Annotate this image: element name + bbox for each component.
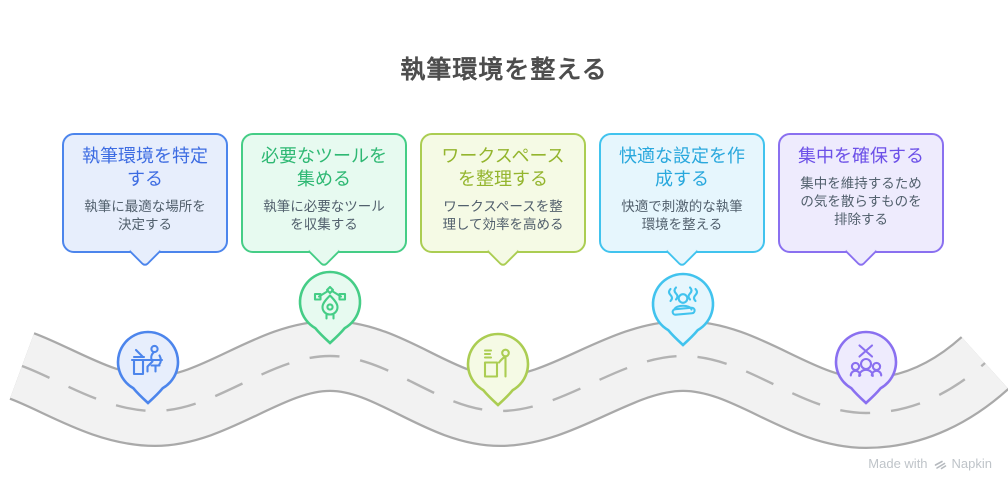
step-card-1: 執筆環境を特定する 執筆に最適な場所を決定する xyxy=(62,133,228,268)
step-card-3: ワークスペースを整理する ワークスペースを整理して効率を高める xyxy=(420,133,586,268)
step-title: 執筆環境を特定する xyxy=(82,146,208,190)
step-description: 執筆に最適な場所を決定する xyxy=(84,199,206,233)
step-card-4: 快適な設定を作成する 快適で刺激的な執筆環境を整える xyxy=(599,133,765,268)
watermark-brand: Napkin xyxy=(951,456,992,471)
no-distraction-group-icon xyxy=(849,344,883,378)
map-pin-4 xyxy=(651,272,715,347)
step-title: 必要なツールを集める xyxy=(261,146,387,190)
watermark: Made with Napkin xyxy=(868,456,992,471)
napkin-logo-icon xyxy=(934,460,946,469)
step-card-2: 必要なツールを集める 執筆に必要なツールを収集する xyxy=(241,133,407,268)
step-title: 集中を確保する xyxy=(798,146,924,166)
road-centerline xyxy=(21,354,986,415)
step-description: ワークスペースを整理して効率を高める xyxy=(442,199,564,233)
person-at-desk-icon xyxy=(130,344,164,376)
step-description: 執筆に必要なツールを収集する xyxy=(263,199,385,233)
road xyxy=(8,320,1008,449)
watermark-text: Made with xyxy=(868,456,928,471)
map-pin-2 xyxy=(298,270,362,345)
step-title: ワークスペースを整理する xyxy=(441,146,565,190)
step-card-5: 集中を確保する 集中を維持するための気を散らすものを排除する xyxy=(778,133,944,268)
page-title: 執筆環境を整える xyxy=(400,56,608,84)
step-description: 快適で刺激的な執筆環境を整える xyxy=(621,199,743,233)
standing-desk-icon xyxy=(483,348,510,378)
map-pin-3 xyxy=(466,332,530,407)
step-title: 快適な設定を作成する xyxy=(619,146,745,190)
meditation-icon xyxy=(667,286,699,316)
map-pin-1 xyxy=(116,330,180,405)
map-pin-5 xyxy=(834,330,898,405)
pen-tool-icon xyxy=(313,285,347,320)
step-description: 集中を維持するための気を散らすものを排除する xyxy=(800,176,922,227)
